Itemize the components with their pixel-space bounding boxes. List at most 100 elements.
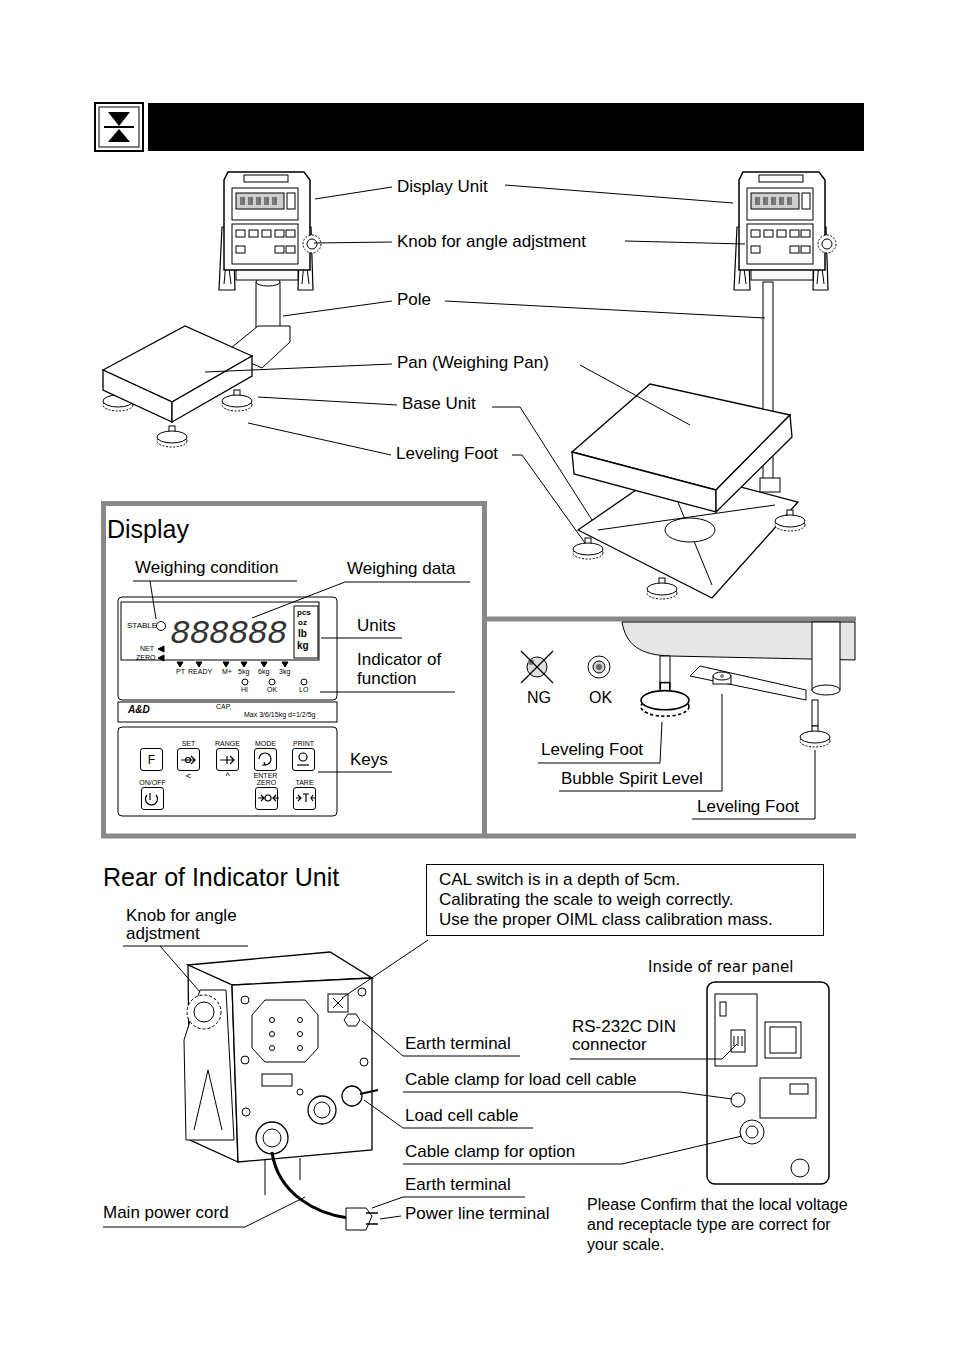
scale-illustration bbox=[172, 356, 252, 422]
rear-panel-inside bbox=[707, 982, 829, 1184]
part-label: Knob for angle adjstment bbox=[397, 232, 586, 252]
scale-illustration bbox=[775, 510, 805, 531]
indicator-housing bbox=[262, 1074, 292, 1086]
rear-panel-inside bbox=[731, 1093, 745, 1107]
indicator-housing bbox=[297, 1089, 303, 1095]
indicator-housing bbox=[194, 1002, 214, 1022]
indicator-housing bbox=[308, 1096, 336, 1124]
leader-line bbox=[538, 722, 662, 763]
indicator-housing bbox=[360, 1058, 368, 1066]
callout-label: Weighing data bbox=[347, 559, 455, 579]
unit-indicator: kg bbox=[297, 640, 309, 652]
rear-panel-inside bbox=[765, 1022, 801, 1058]
level-detail bbox=[800, 726, 830, 747]
display-face bbox=[223, 662, 229, 667]
section-frame bbox=[101, 834, 856, 839]
leader-line bbox=[372, 1197, 403, 1208]
key-button: ON/OFF bbox=[141, 787, 164, 810]
header-bar bbox=[95, 103, 864, 151]
status-indicator: ZERO bbox=[136, 654, 155, 662]
function-indicator: 5kg bbox=[238, 668, 249, 676]
level-state: OK bbox=[589, 688, 612, 707]
indicator-housing bbox=[328, 994, 348, 1012]
unit-indicator: lb bbox=[298, 628, 307, 640]
indicator-housing bbox=[333, 998, 343, 1008]
leader-line bbox=[580, 365, 690, 425]
level-detail bbox=[690, 666, 806, 700]
indicator-housing bbox=[346, 1208, 372, 1230]
key-icon bbox=[146, 753, 316, 805]
unit-indicator: pcs bbox=[297, 608, 311, 618]
indicator-housing bbox=[184, 990, 234, 1140]
key-icon bbox=[186, 758, 191, 763]
part-label: Knob for angle adjstment bbox=[126, 907, 256, 943]
leader-line bbox=[248, 423, 391, 455]
leader-line bbox=[362, 1021, 403, 1056]
status-indicator: NET bbox=[140, 645, 154, 653]
leader-line bbox=[538, 694, 815, 819]
callout-label: Keys bbox=[350, 750, 388, 770]
rear-panel-inside bbox=[740, 1120, 764, 1144]
key-label: ^ bbox=[225, 771, 229, 781]
part-label: Main power cord bbox=[103, 1203, 229, 1223]
key-icon bbox=[220, 756, 234, 764]
key-icon bbox=[258, 795, 264, 801]
leader-line bbox=[315, 187, 392, 199]
part-label: Display Unit bbox=[397, 177, 488, 197]
key-button: ZERO bbox=[255, 787, 278, 810]
level-detail bbox=[528, 659, 534, 665]
leader-line bbox=[403, 1136, 742, 1164]
key-label: MODE bbox=[255, 740, 276, 748]
display-face bbox=[158, 655, 164, 661]
display-face bbox=[301, 679, 307, 685]
key-icon bbox=[226, 756, 227, 764]
indicator-housing bbox=[360, 1090, 378, 1094]
rear-panel-inside bbox=[731, 1030, 745, 1052]
indicator-housing bbox=[314, 1102, 330, 1118]
header-bar bbox=[108, 129, 130, 142]
scale-illustration bbox=[665, 518, 715, 542]
leader-line bbox=[103, 1197, 305, 1227]
key-label: TARE bbox=[295, 779, 313, 787]
indicator-housing bbox=[342, 1086, 362, 1106]
leader-line bbox=[205, 364, 392, 372]
section-heading: Display bbox=[107, 514, 189, 544]
indicator-housing bbox=[298, 1046, 303, 1051]
level-state: NG bbox=[527, 688, 551, 707]
key-icon bbox=[303, 794, 309, 802]
part-label: Leveling Foot bbox=[396, 444, 498, 464]
leader-line bbox=[205, 185, 765, 543]
part-label: Power line terminal bbox=[405, 1204, 550, 1224]
function-indicator: 6kg bbox=[258, 668, 269, 676]
note-box: CAL switch is in a depth of 5cm.Calibrat… bbox=[426, 864, 824, 936]
leader-line bbox=[492, 407, 592, 520]
indicator-housing bbox=[270, 1018, 275, 1023]
key-icon bbox=[181, 756, 195, 764]
part-label: Earth terminal bbox=[405, 1034, 511, 1054]
rear-panel-inside bbox=[734, 1036, 742, 1046]
header-bar bbox=[108, 112, 130, 126]
callout-label: Indicator of function bbox=[357, 650, 462, 688]
key-label: ZERO bbox=[257, 779, 276, 787]
note-text: Use the proper OIML class calibration ma… bbox=[439, 910, 773, 930]
display-face bbox=[241, 662, 247, 667]
leader-line bbox=[403, 1092, 732, 1099]
leader-line bbox=[345, 582, 470, 583]
scale-illustration bbox=[572, 172, 836, 599]
display-face bbox=[158, 646, 164, 652]
indicator-housing bbox=[263, 1129, 281, 1147]
scale-illustration bbox=[573, 538, 603, 559]
scale-illustration bbox=[572, 452, 716, 512]
key-label: SET bbox=[182, 740, 196, 748]
scale-illustration bbox=[647, 578, 677, 599]
indicator-housing bbox=[358, 988, 366, 996]
level-detail bbox=[641, 683, 689, 717]
note-text: Please Confirm that the local voltage an… bbox=[587, 1195, 859, 1255]
leader-line bbox=[252, 582, 345, 618]
leader-line bbox=[133, 581, 470, 772]
key-label: PRINT bbox=[293, 740, 314, 748]
rear-panel-inside bbox=[760, 1078, 816, 1118]
leader-line bbox=[150, 581, 156, 619]
level-detail bbox=[588, 656, 610, 678]
